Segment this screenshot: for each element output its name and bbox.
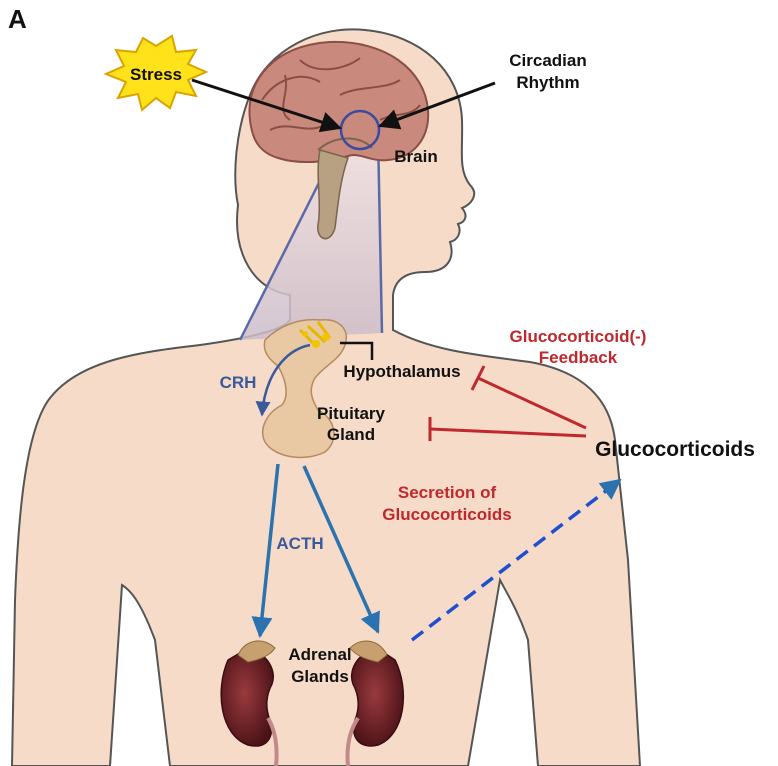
crh-label: CRH	[220, 373, 257, 392]
acth-label: ACTH	[276, 534, 323, 553]
hypothalamus-label: Hypothalamus	[343, 362, 460, 381]
adrenal-label-line2: Glands	[291, 667, 349, 686]
brain-label: Brain	[394, 147, 437, 166]
circadian-label-line1: Circadian	[509, 51, 586, 70]
panel-label: A	[8, 4, 27, 34]
pituitary-label-line2: Gland	[327, 425, 375, 444]
feedback-label-line2: Feedback	[539, 348, 618, 367]
pituitary-label-line1: Pituitary	[317, 404, 386, 423]
stress-label: Stress	[130, 65, 182, 84]
adrenal-label-line1: Adrenal	[288, 645, 351, 664]
feedback-label-line1: Glucocorticoid(-)	[510, 327, 647, 346]
secretion-label-line2: Glucocorticoids	[382, 505, 511, 524]
secretion-label-line1: Secretion of	[398, 483, 497, 502]
glucocorticoids-label: Glucocorticoids	[595, 438, 755, 461]
circadian-label-line2: Rhythm	[516, 73, 579, 92]
